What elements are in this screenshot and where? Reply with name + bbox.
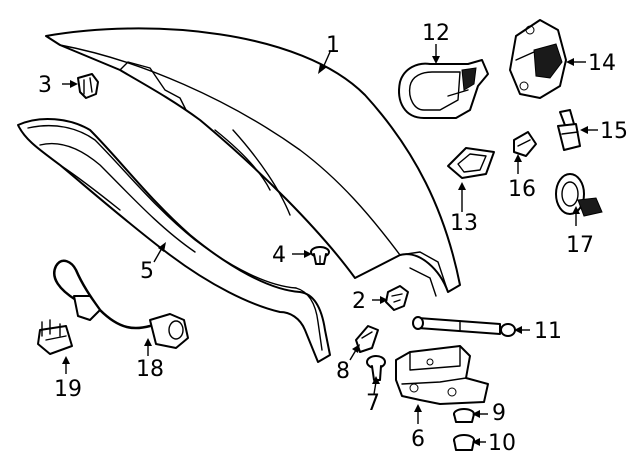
leader-lines — [62, 44, 598, 446]
part-6-hinge[interactable] — [395, 345, 489, 405]
callout-11: 11 — [534, 319, 562, 344]
part-17-actuator[interactable] — [555, 173, 603, 217]
part-12-switch[interactable] — [398, 59, 489, 119]
part-16-bracket[interactable] — [513, 131, 537, 157]
callout-2: 2 — [352, 289, 366, 314]
part-5-weatherstrip[interactable] — [17, 118, 331, 363]
part-15-plug[interactable] — [557, 109, 581, 151]
callout-numbers: 1 3 4 5 2 8 7 6 9 10 11 12 14 13 15 16 1… — [38, 21, 628, 456]
part-13-cup[interactable] — [447, 147, 495, 179]
part-1-trunk-lid[interactable] — [45, 27, 461, 297]
part-11-strut[interactable] — [412, 316, 516, 337]
callout-5: 5 — [140, 259, 154, 284]
callout-4: 4 — [272, 243, 286, 268]
callout-19: 19 — [54, 377, 82, 402]
part-4-fastener[interactable] — [310, 246, 330, 265]
callout-16: 16 — [508, 177, 536, 202]
part-9-nut[interactable] — [453, 408, 475, 423]
callout-3: 3 — [38, 73, 52, 98]
part-19-connector[interactable] — [37, 319, 73, 355]
part-10-nut[interactable] — [453, 434, 475, 451]
callout-10: 10 — [488, 431, 516, 456]
callout-8: 8 — [336, 359, 350, 384]
callout-1: 1 — [326, 33, 340, 58]
callout-14: 14 — [588, 51, 616, 76]
callout-15: 15 — [600, 119, 628, 144]
part-8-bumper[interactable] — [355, 325, 379, 353]
part-2-bracket[interactable] — [385, 285, 409, 311]
callout-13: 13 — [450, 211, 478, 236]
callout-7: 7 — [366, 391, 380, 416]
callout-9: 9 — [492, 401, 506, 426]
part-7-screw[interactable] — [366, 355, 386, 381]
part-18-harness[interactable] — [53, 259, 189, 349]
part-3-clip[interactable] — [77, 73, 99, 99]
callout-6: 6 — [411, 427, 425, 452]
callout-17: 17 — [566, 233, 594, 258]
callout-12: 12 — [422, 21, 450, 46]
callout-18: 18 — [136, 357, 164, 382]
part-14-latch[interactable] — [509, 19, 567, 99]
